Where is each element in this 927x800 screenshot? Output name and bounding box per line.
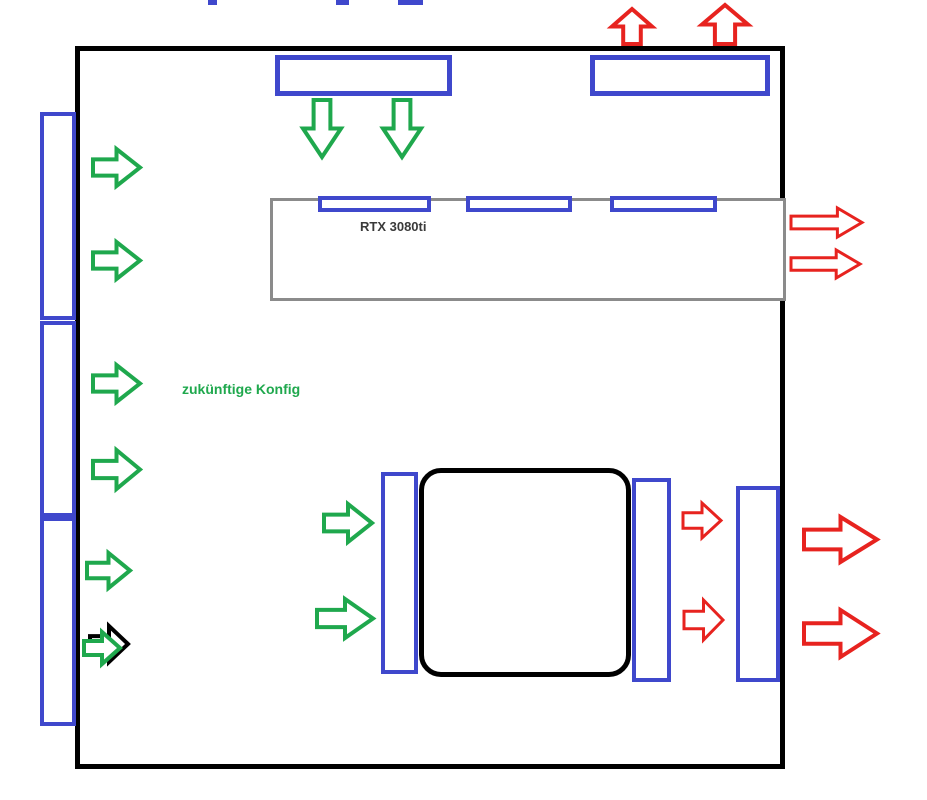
cropped-text-fragment xyxy=(398,0,423,5)
top-fan-front xyxy=(275,55,452,96)
cooler-fan-left xyxy=(381,472,418,674)
gpu-body xyxy=(270,198,786,301)
gpu-label: RTX 3080ti xyxy=(360,219,427,234)
exhaust-arrow-cooler-2 xyxy=(682,596,726,644)
intake-arrow-cooler-2 xyxy=(315,595,377,642)
cpu-cooler-body xyxy=(419,468,631,677)
intake-arrow-cooler-1 xyxy=(322,499,376,547)
gpu-fan-2 xyxy=(466,196,572,212)
exhaust-arrow-rear-1 xyxy=(802,513,881,566)
top-fan-rear xyxy=(590,55,770,96)
intake-arrow-front-2 xyxy=(91,237,144,284)
intake-arrow-top-2 xyxy=(379,98,425,161)
cropped-text-fragment xyxy=(208,0,217,5)
pc-case-outline xyxy=(75,46,785,769)
intake-arrow-front-3 xyxy=(91,360,144,407)
front-fan-top xyxy=(40,112,76,320)
rear-fan xyxy=(736,486,780,682)
intake-arrow-front-4 xyxy=(91,445,144,494)
exhaust-arrow-gpu-2 xyxy=(789,247,863,281)
cropped-text-fragment xyxy=(336,0,349,5)
intake-arrow-front-6 xyxy=(82,627,124,669)
exhaust-arrow-top-2 xyxy=(696,2,754,46)
exhaust-arrow-gpu-1 xyxy=(789,205,865,240)
gpu-fan-1 xyxy=(318,196,431,212)
intake-arrow-front-1 xyxy=(91,144,144,191)
front-fan-middle xyxy=(40,321,76,517)
gpu-fan-3 xyxy=(610,196,717,212)
intake-arrow-front-5 xyxy=(85,548,134,593)
cooler-fan-right xyxy=(632,478,671,682)
intake-arrow-top-1 xyxy=(299,98,345,161)
future-config-label: zukünftige Konfig xyxy=(182,381,301,397)
front-fan-bottom xyxy=(40,517,76,726)
exhaust-arrow-cooler-1 xyxy=(681,499,724,542)
exhaust-arrow-top-1 xyxy=(606,6,658,46)
exhaust-arrow-rear-2 xyxy=(802,606,881,661)
